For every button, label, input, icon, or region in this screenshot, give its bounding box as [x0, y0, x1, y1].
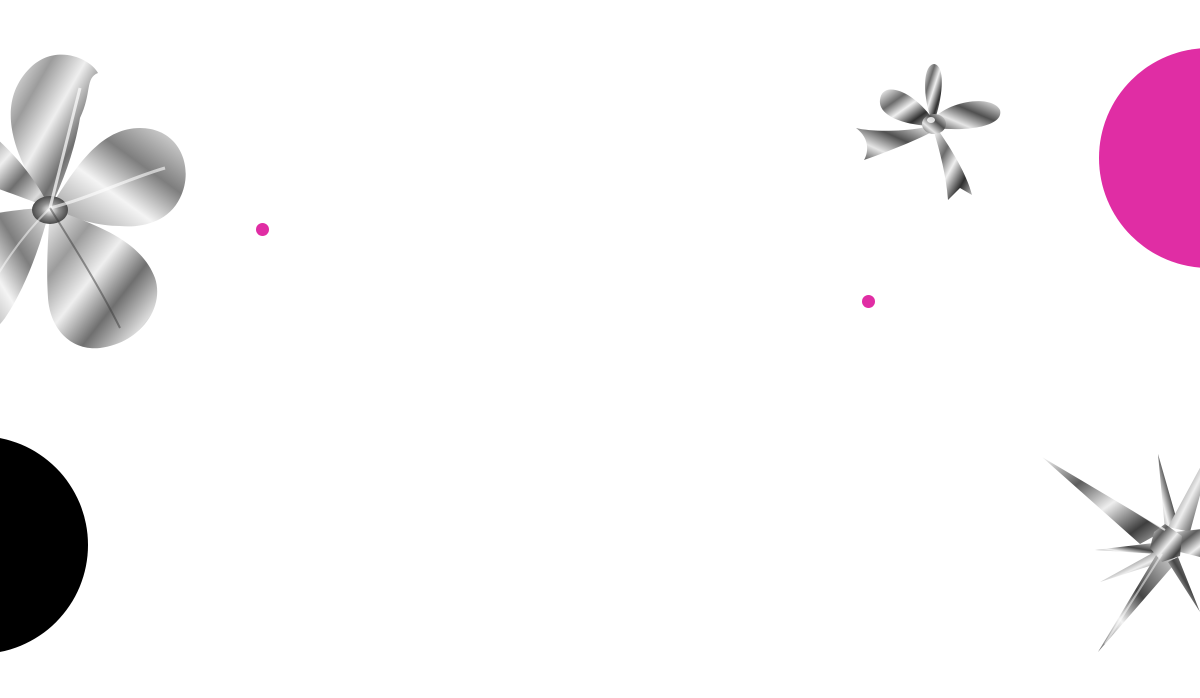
black-circle	[0, 436, 88, 654]
pink-dot	[256, 223, 269, 236]
pink-dot	[862, 295, 875, 308]
chrome-flower-icon	[0, 48, 190, 350]
chrome-star-icon	[1040, 432, 1200, 657]
pink-circle	[1099, 48, 1200, 268]
chrome-bow-icon	[852, 60, 1006, 202]
